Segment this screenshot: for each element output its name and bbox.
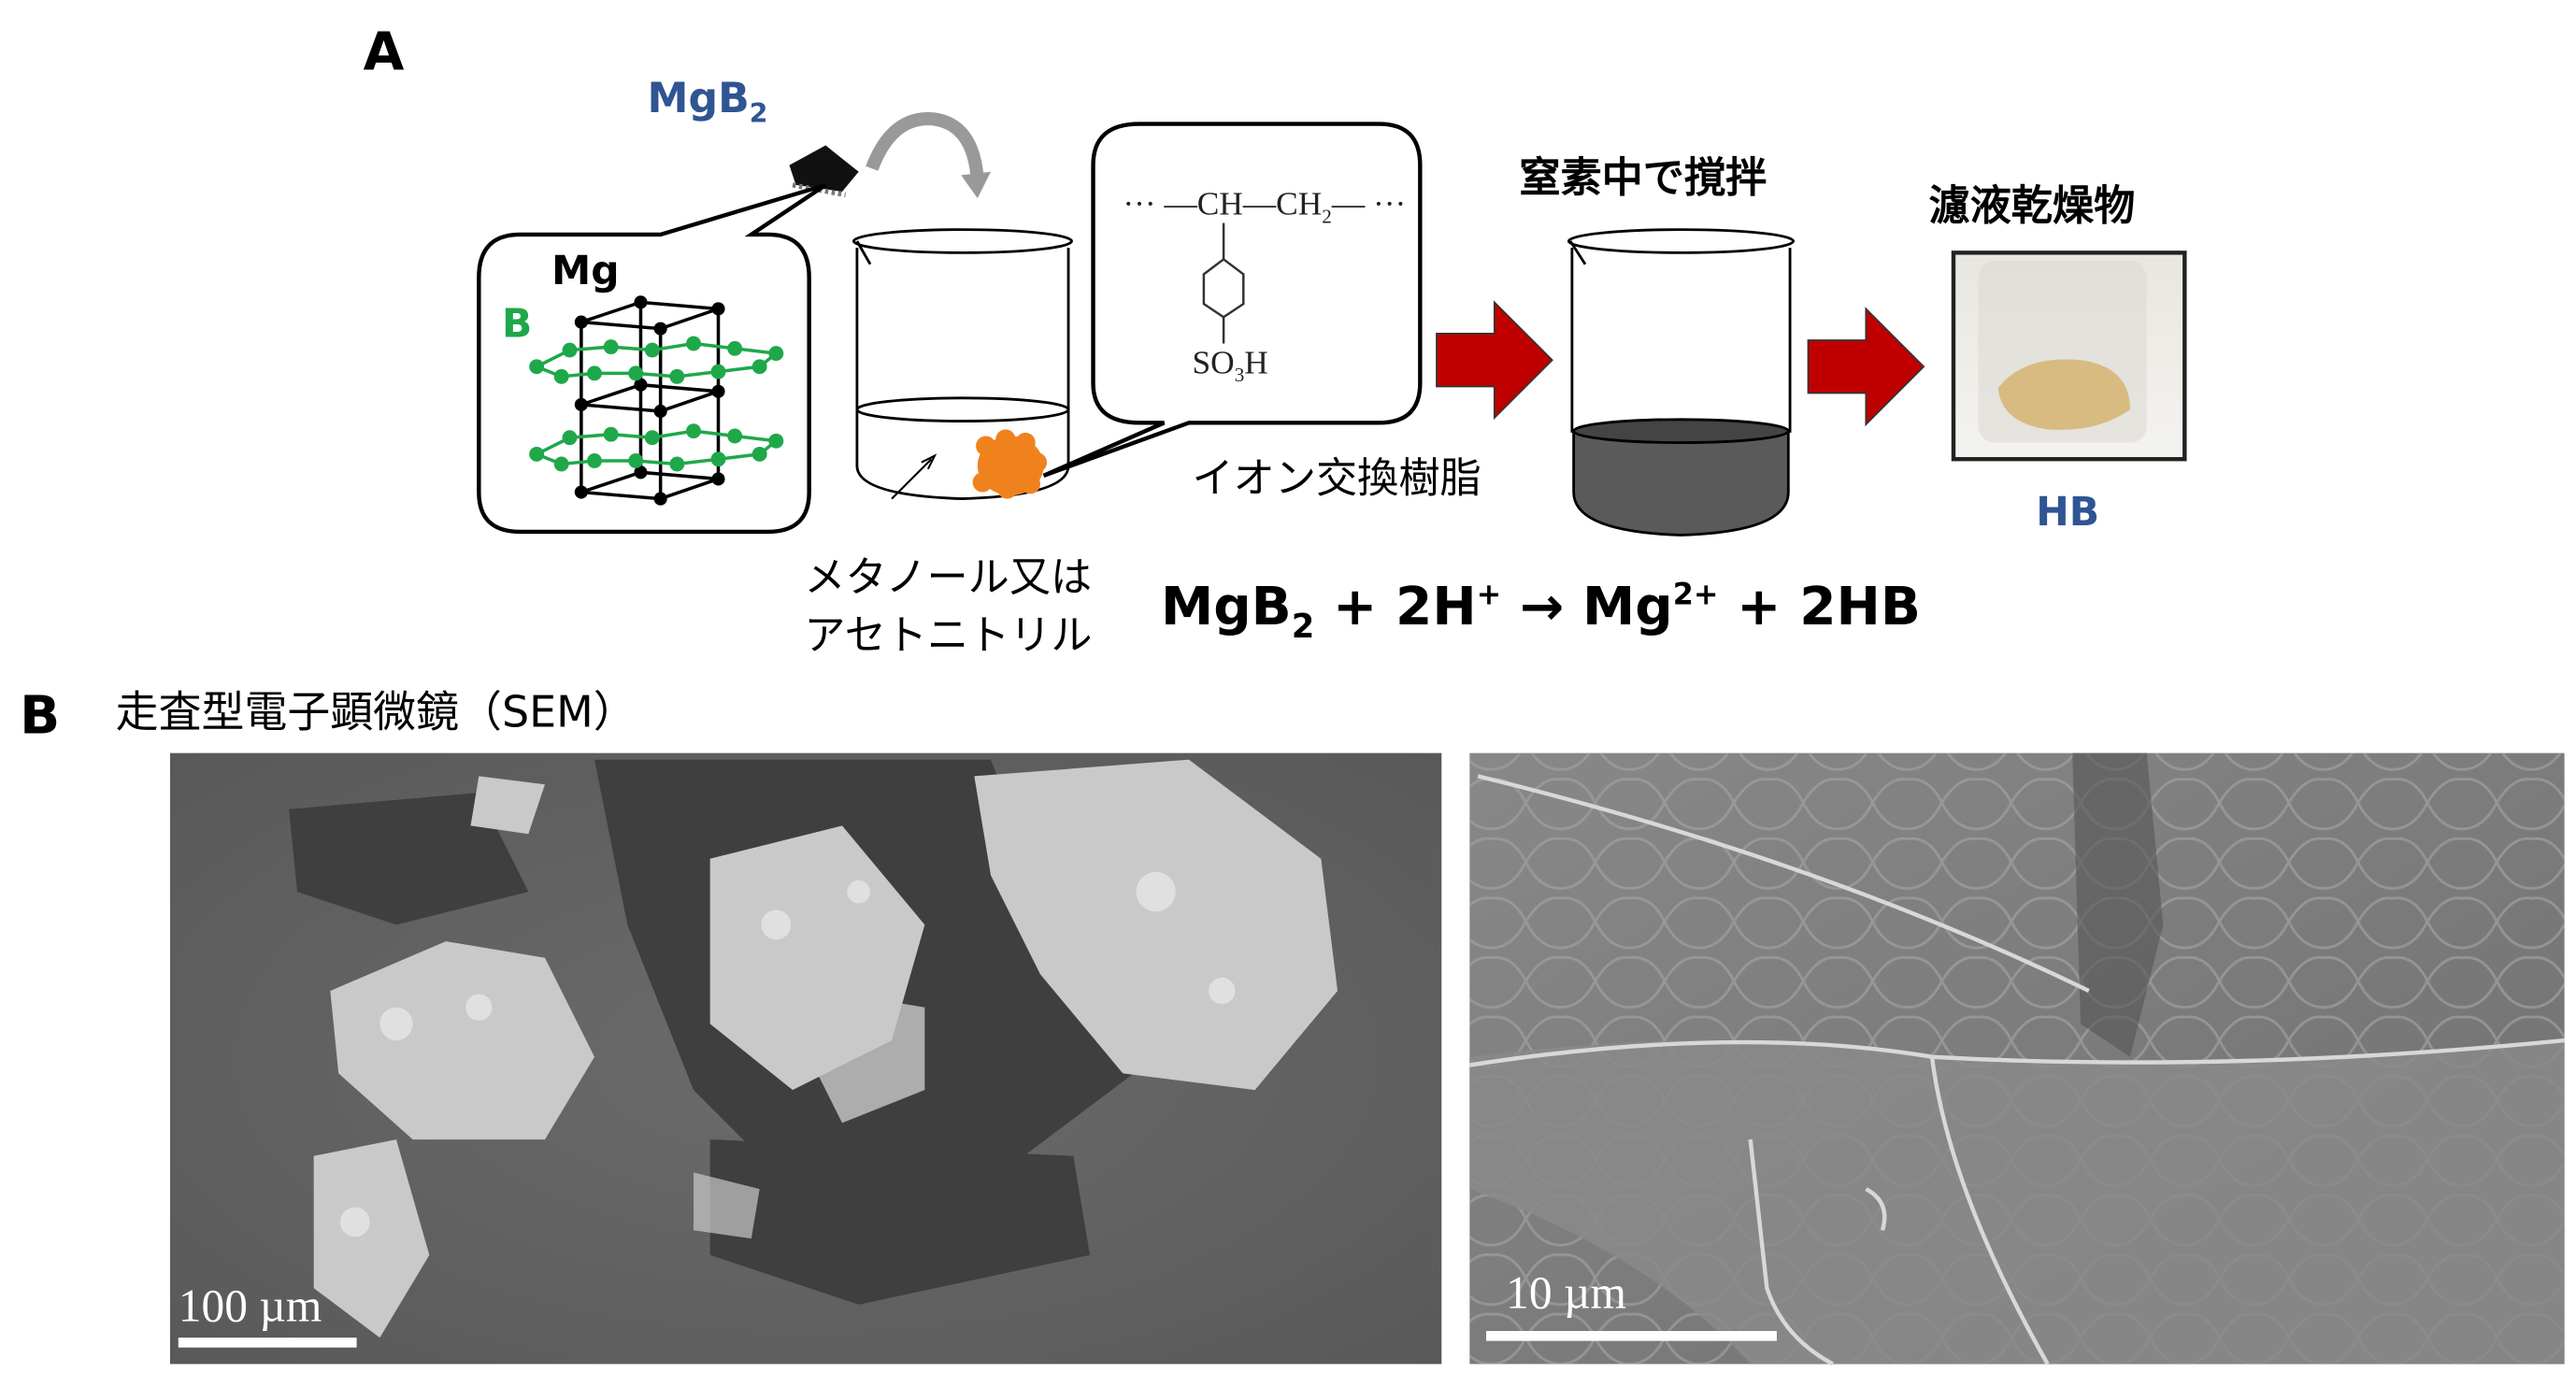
solvent-label-line2: アセトニトリル — [804, 611, 1092, 659]
solvent-label-line1: メタノール又は — [804, 554, 1092, 602]
resin-label: イオン交換樹脂 — [1193, 455, 1481, 503]
process-arrow-1 — [1436, 300, 1553, 421]
solvent-pointer-arrow — [891, 458, 933, 500]
resin-chain-formula: ··· —CH—CH2— ··· — [1123, 186, 1406, 228]
resin-structure-bubble — [1042, 122, 1423, 478]
mgb2-lattice-icon — [529, 295, 784, 506]
benzene-ring-icon — [1202, 222, 1245, 344]
scale-bar-100um — [178, 1338, 357, 1348]
mg-label: Mg — [551, 248, 620, 293]
process-arrow-2 — [1807, 307, 1925, 427]
hb-label: HB — [2036, 489, 2099, 535]
sem-image-high-mag — [1468, 752, 2565, 1367]
hb-product-photo — [1951, 250, 2187, 462]
mgb2-label: MgB2 — [648, 75, 768, 129]
panel-b-title: 走査型電子顕微鏡（SEM） — [116, 686, 637, 737]
panel-a-label: A — [364, 21, 405, 82]
crystal-structure-bubble — [477, 182, 827, 535]
dried-filtrate-label: 濾液乾燥物 — [1928, 182, 2135, 230]
beaker-stirred-icon — [1567, 228, 1796, 537]
b-label: B — [502, 300, 532, 346]
reaction-equation: MgB2 + 2H+ → Mg2+ + 2HB — [1161, 577, 1921, 646]
scale-label-10um: 10 µm — [1506, 1267, 1626, 1318]
panel-b-label: B — [20, 685, 60, 746]
stir-label: 窒素中で撹拌 — [1519, 154, 1767, 202]
scale-bar-10um — [1486, 1331, 1777, 1341]
sem-image-low-mag — [169, 752, 1442, 1365]
sulfonic-group-formula: SO3H — [1193, 344, 1268, 386]
beaker-solvent-icon — [852, 228, 1073, 501]
pour-arrow-icon — [866, 112, 984, 182]
scale-label-100um: 100 µm — [179, 1280, 322, 1331]
resin-beads-icon — [972, 429, 1048, 499]
